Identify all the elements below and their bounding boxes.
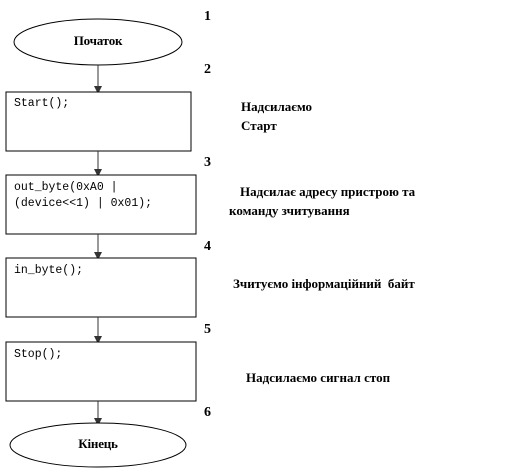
code-in-byte: in_byte(); [14,264,84,277]
process-box-in-byte [5,257,197,318]
note-address-line-2: команду зчитування [229,203,350,218]
step-number-1: 1 [204,9,211,24]
process-box-start [5,91,192,152]
note-start-line-2: Старт [241,118,277,133]
process-box-out-byte [5,174,197,235]
step-number-4: 4 [204,239,211,254]
step-number-2: 2 [204,62,211,77]
note-read-byte: Зчитуємо інформаційний байт [233,276,415,291]
code-out-byte-line-2: (device<<1) | 0x01); [14,197,153,210]
code-start: Start(); [14,97,70,110]
code-out-byte-line-1: out_byte(0xA0 | [14,181,118,194]
end-label: Кінець [78,436,118,451]
note-stop: Надсилаємо сигнал стоп [246,370,391,385]
note-start-line-1: Надсилаємо [241,99,313,114]
note-address-line-1: Надсилає адресу пристрою та [240,184,416,199]
start-label: Початок [73,33,123,48]
step-number-6: 6 [204,405,211,420]
step-number-3: 3 [204,155,211,170]
step-number-5: 5 [204,322,211,337]
end-terminal [9,422,187,468]
code-stop: Stop(); [14,348,63,361]
process-box-stop [5,341,197,402]
